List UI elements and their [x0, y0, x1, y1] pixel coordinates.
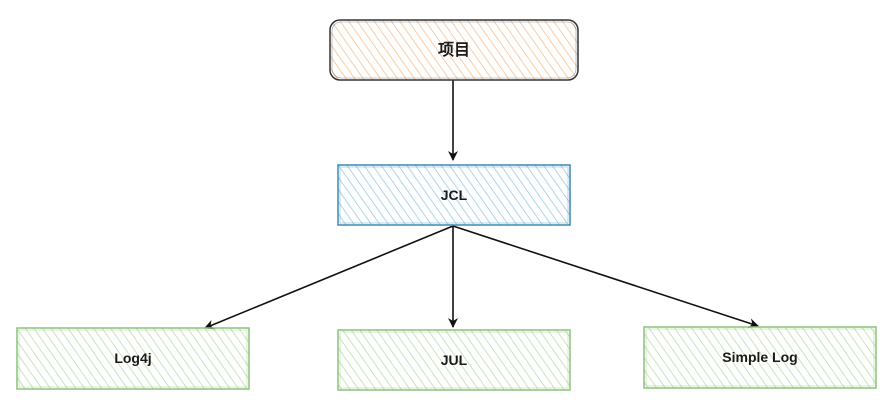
node-log4j[interactable]: Log4j: [16, 327, 250, 390]
node-project[interactable]: 项目: [329, 19, 579, 81]
node-simple-log-label: Simple Log: [722, 349, 797, 365]
node-jcl[interactable]: JCL: [337, 164, 571, 226]
node-simple-log[interactable]: Simple Log: [643, 326, 877, 389]
edge-jcl-to-simple-log: [452, 225, 759, 328]
node-log4j-label: Log4j: [114, 350, 151, 366]
node-project-label: 项目: [438, 40, 470, 59]
node-jul[interactable]: JUL: [337, 329, 571, 391]
node-jul-label: JUL: [441, 352, 468, 368]
node-jcl-label: JCL: [441, 187, 468, 203]
edge-jcl-to-log4j: [204, 225, 454, 330]
edges: [204, 80, 759, 330]
